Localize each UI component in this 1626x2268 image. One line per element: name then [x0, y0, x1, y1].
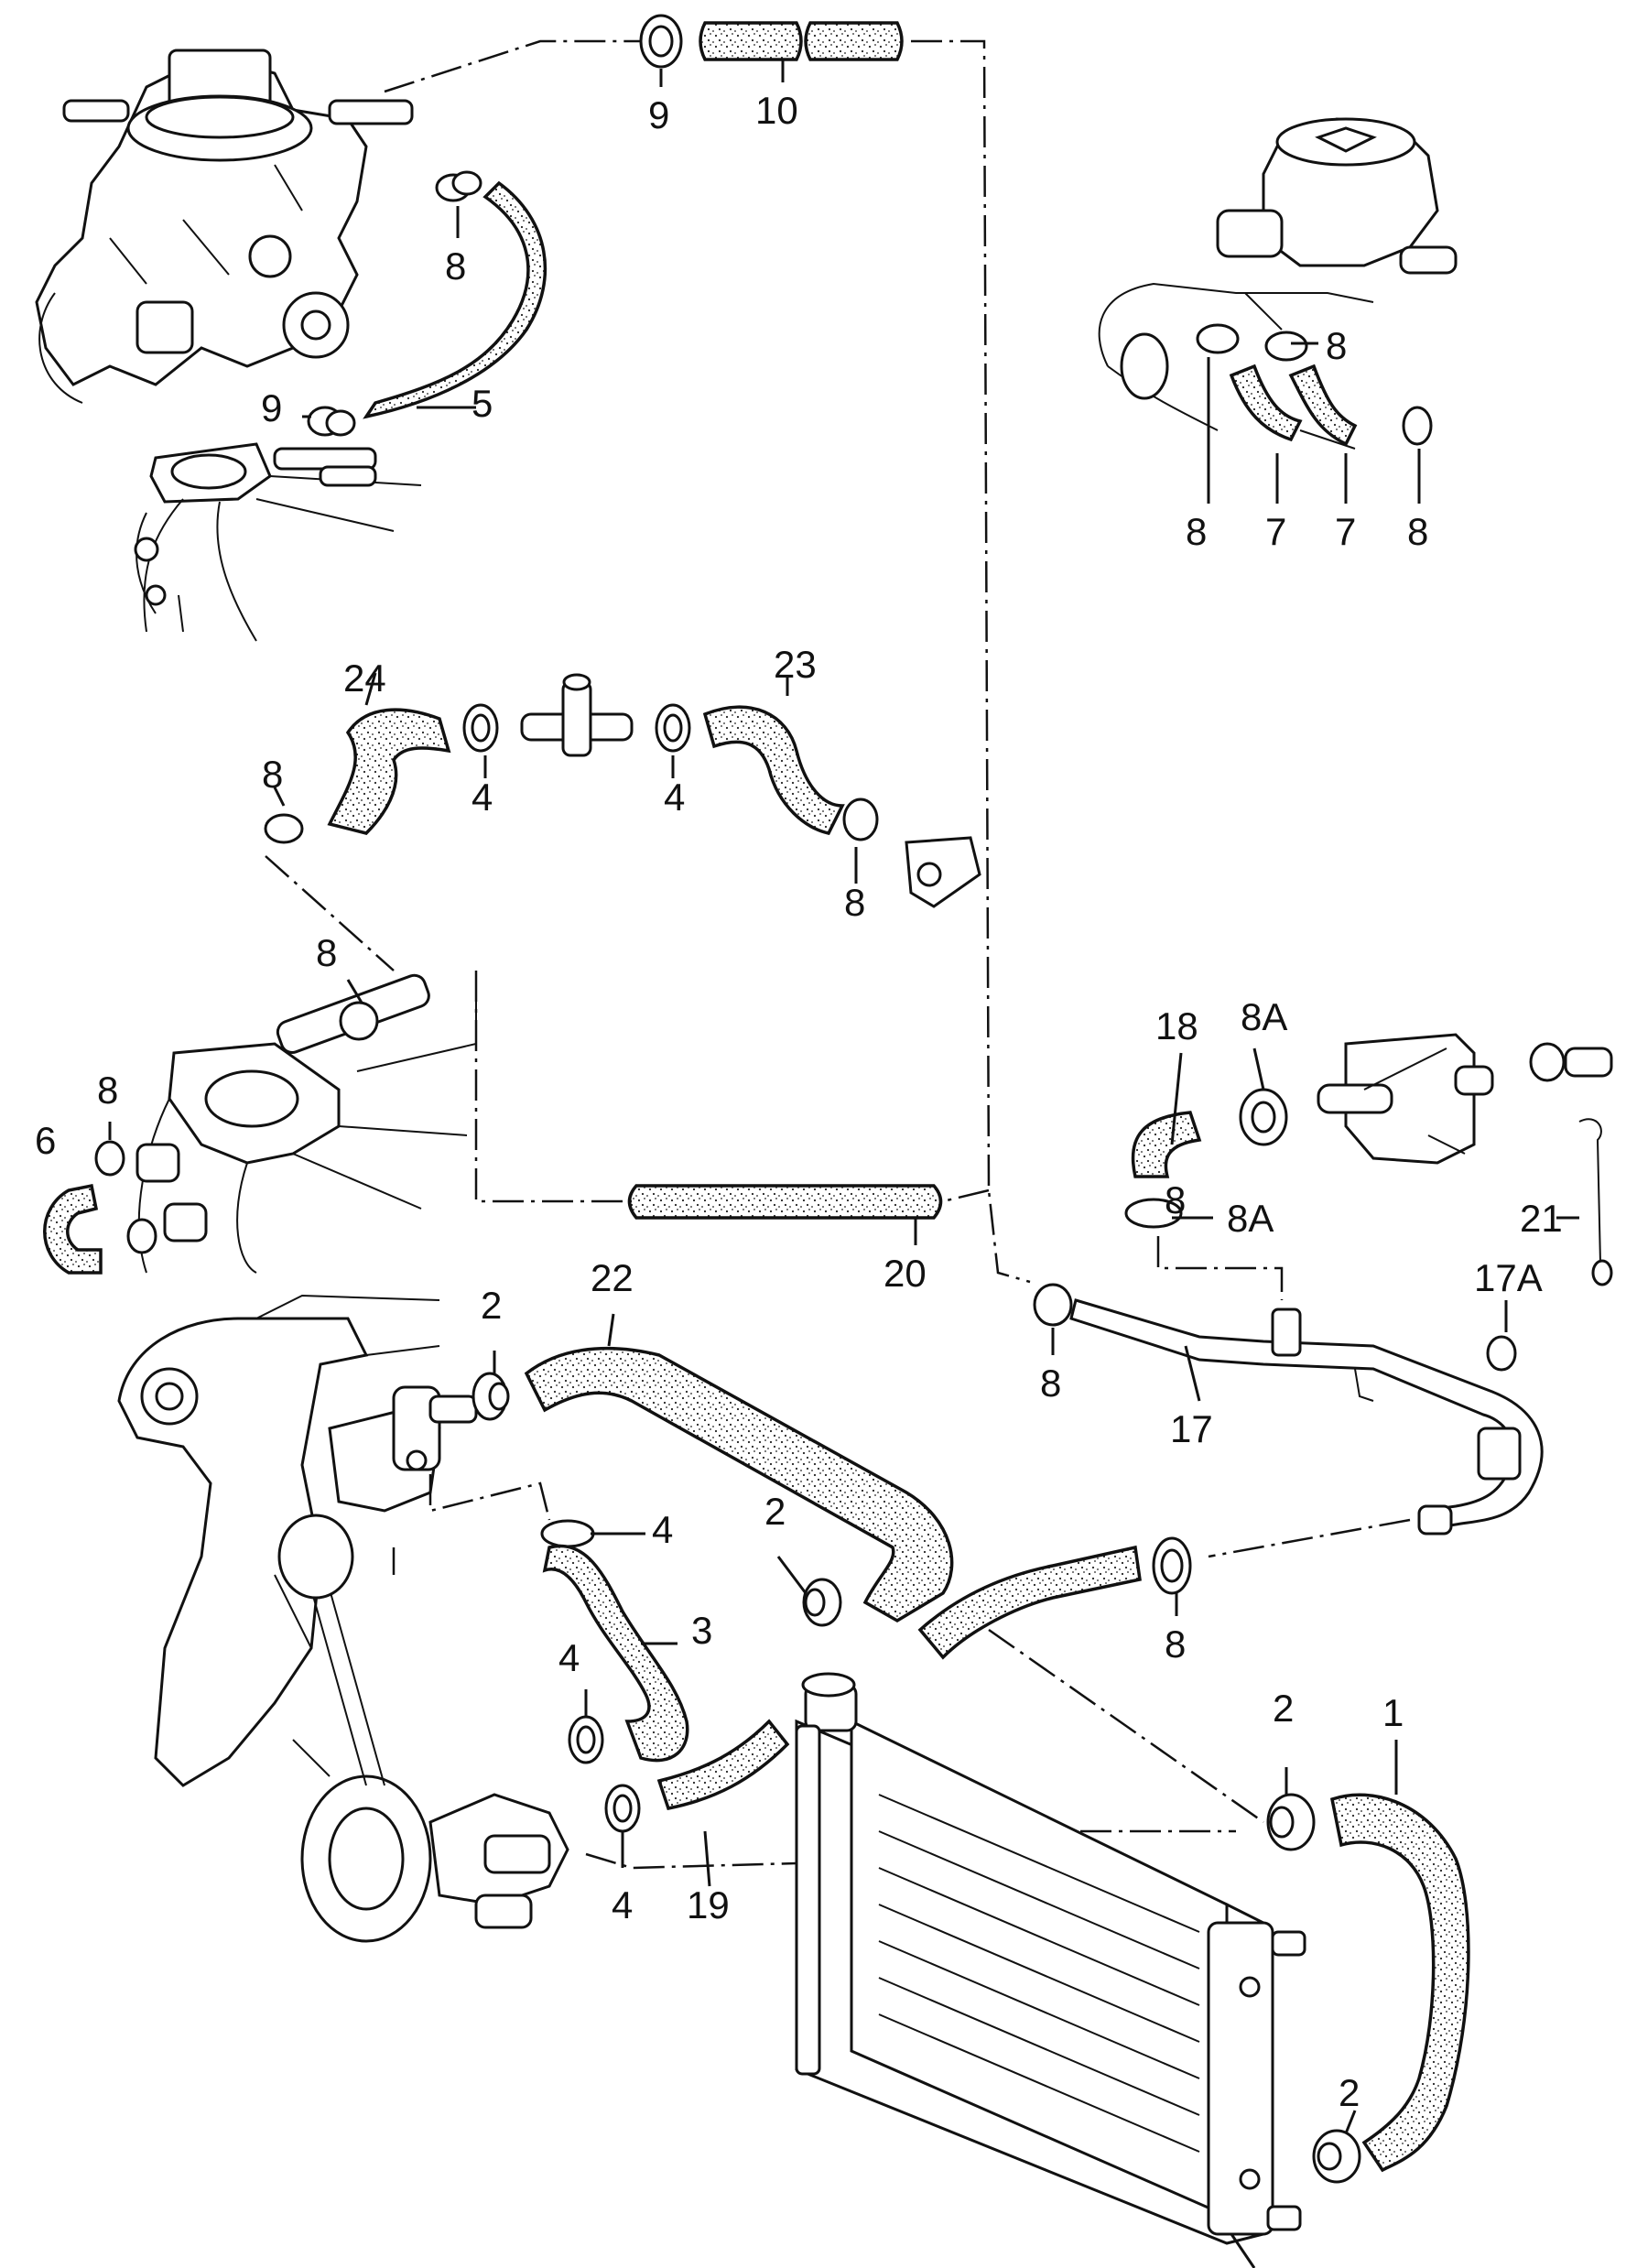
label-part-8: 8 [1040, 1362, 1061, 1405]
t-connector [520, 673, 634, 757]
label-part-24: 24 [343, 657, 386, 700]
hose-22 [524, 1346, 954, 1623]
hose-upper-radiator [917, 1545, 1142, 1660]
elbow-fitting [905, 836, 981, 908]
clamp-4-hose-3 [540, 1519, 595, 1548]
label-part-4: 4 [612, 1883, 633, 1926]
hose-19 [656, 1719, 790, 1811]
pipe-17 [1033, 1283, 1544, 1536]
label-part-2: 2 [764, 1490, 786, 1533]
clamp-8-lower-left [339, 1001, 379, 1041]
label-part-19: 19 [687, 1883, 730, 1926]
hose-10-b [804, 21, 904, 61]
label-part-21: 21 [1520, 1197, 1563, 1240]
label-part-10: 10 [755, 89, 798, 132]
coolant-flange [328, 1385, 478, 1513]
hose-20 [627, 1184, 943, 1220]
hose-6 [43, 1183, 103, 1275]
heater-valve [1317, 1033, 1494, 1165]
label-part-7: 7 [1335, 510, 1356, 553]
clamp-8A-b [1124, 1198, 1183, 1229]
clamp-4-a [462, 703, 499, 753]
clamp-4-b [655, 703, 691, 753]
label-part-7: 7 [1265, 510, 1286, 553]
clamps-8-hose-6 [94, 1140, 157, 1254]
label-part-8: 8 [445, 244, 466, 288]
clamp-top-right [1529, 1042, 1613, 1082]
clamp-4-pump [604, 1784, 641, 1833]
hose-24 [327, 708, 451, 835]
label-part-4: 4 [652, 1508, 673, 1551]
label-part-8: 8 [97, 1069, 118, 1112]
hose-1 [1329, 1793, 1470, 2173]
label-part-8A: 8A [1241, 995, 1287, 1038]
label-part-4: 4 [472, 776, 493, 819]
label-part-8: 8 [1407, 510, 1428, 553]
label-part-6: 6 [35, 1119, 56, 1162]
clamp-8A-a [1239, 1088, 1288, 1146]
label-part-9: 9 [648, 93, 669, 136]
label-part-18: 18 [1155, 1004, 1198, 1047]
radiator [795, 1672, 1306, 2245]
label-part-4: 4 [664, 776, 685, 819]
clamp-8-mid [842, 798, 879, 841]
label-part-8: 8 [1165, 1622, 1186, 1666]
wire-clip-21 [1578, 1118, 1613, 1286]
hose-18 [1131, 1111, 1202, 1178]
clamp-2-lower-right [1312, 2129, 1361, 2184]
clamp-2-mid [802, 1578, 842, 1627]
carburettor-assembly [35, 49, 414, 404]
label-part-8: 8 [316, 931, 337, 974]
clamp-8-lower-right [1152, 1536, 1192, 1595]
hose-3 [542, 1544, 689, 1763]
clamp-4-lower [568, 1715, 604, 1764]
water-pump [274, 1514, 569, 1943]
clamp-2-upper [472, 1372, 510, 1421]
clamp-2-right [1266, 1793, 1316, 1851]
label-part-1: 1 [1382, 1691, 1404, 1734]
label-part-4: 4 [558, 1636, 580, 1679]
clamp-8-top-left [435, 170, 482, 202]
label-part-22: 22 [591, 1256, 634, 1299]
label-part-17: 17 [1170, 1407, 1213, 1450]
label-part-8A: 8A [1227, 1197, 1274, 1240]
intake-manifold-upper [134, 442, 422, 642]
label-part-8: 8 [1165, 1178, 1186, 1221]
hose-5 [363, 180, 547, 419]
clamp-8-left-mid [264, 813, 304, 844]
clamp-9-left [307, 406, 356, 437]
part-labels: 1 2 2 2 2 3 4 4 4 4 4 5 6 7 7 8 8 8 8 8 … [35, 89, 1563, 2114]
label-part-8: 8 [1186, 510, 1207, 553]
label-part-8: 8 [262, 753, 283, 796]
label-part-2: 2 [481, 1284, 502, 1327]
label-part-2: 2 [1339, 2071, 1360, 2114]
label-part-8: 8 [1326, 324, 1347, 367]
clamp-9-top [639, 14, 683, 69]
label-part-9: 9 [261, 386, 282, 429]
label-part-8: 8 [844, 881, 865, 924]
hose-7-a [1229, 364, 1303, 442]
label-part-2: 2 [1273, 1687, 1294, 1730]
label-part-3: 3 [691, 1609, 712, 1652]
hose-7-b [1288, 364, 1358, 447]
label-part-23: 23 [774, 643, 817, 686]
o-ring-17A [1486, 1335, 1517, 1372]
hose-23 [702, 705, 845, 835]
carburettor-assembly-right [1098, 117, 1458, 450]
hose-10-a [699, 21, 803, 61]
intake-manifold-lower [136, 971, 477, 1274]
label-part-5: 5 [472, 382, 493, 425]
engine-block-lower [117, 1294, 440, 1787]
label-part-17A: 17A [1474, 1256, 1543, 1299]
clamps-8-right [1196, 323, 1433, 446]
label-part-20: 20 [883, 1252, 927, 1295]
